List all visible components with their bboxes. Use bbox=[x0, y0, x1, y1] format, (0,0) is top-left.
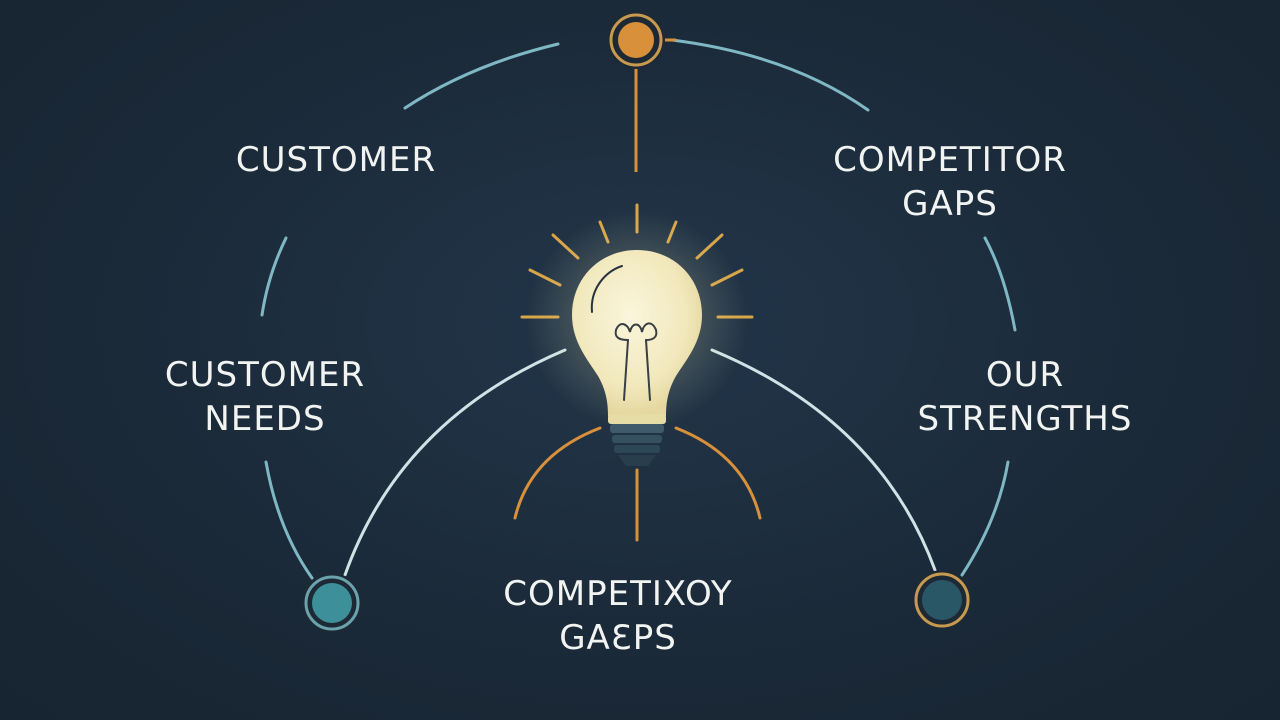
label-competitor-gaps: COMPETITOR GAPS bbox=[810, 138, 1090, 226]
outer-arc bbox=[260, 38, 1017, 580]
bulb-base-arcs bbox=[513, 426, 762, 542]
label-competitor-gaps-line2: GAPS bbox=[902, 184, 998, 224]
arc-left-upper bbox=[260, 236, 288, 317]
inner-arc-left bbox=[343, 348, 567, 577]
label-our-strengths: OUR STRENGTHS bbox=[900, 353, 1150, 441]
inner-arcs bbox=[343, 348, 937, 577]
arc-top-left bbox=[403, 42, 560, 110]
inner-arc-right bbox=[710, 348, 937, 572]
arc-top-right bbox=[670, 38, 870, 112]
bulb-highlight bbox=[590, 265, 623, 313]
label-our-strengths-line2: STRENGTHS bbox=[917, 399, 1133, 439]
bulb-filament bbox=[614, 322, 658, 401]
base-arc-right bbox=[674, 426, 762, 520]
label-customer-text: CUSTOMER bbox=[235, 140, 437, 180]
arc-right-lower bbox=[960, 460, 1010, 577]
label-bottom-line1: COMPETIXOY bbox=[503, 574, 733, 614]
arc-left-lower bbox=[264, 460, 314, 580]
label-bottom: COMPETIXOY GAƐPS bbox=[458, 572, 778, 660]
lightbulb-icon bbox=[527, 210, 747, 466]
bulb-neck bbox=[608, 414, 666, 424]
node-bottom-left-teal bbox=[302, 573, 362, 633]
label-competitor-gaps-line1: COMPETITOR bbox=[833, 140, 1067, 180]
label-customer-needs-line2: NEEDS bbox=[204, 399, 326, 439]
label-customer: CUSTOMER bbox=[230, 138, 442, 182]
base-arc-left bbox=[513, 426, 602, 520]
label-our-strengths-line1: OUR bbox=[985, 355, 1065, 395]
bulb-base bbox=[610, 424, 664, 466]
bulb-glass bbox=[572, 250, 702, 416]
label-customer-needs: CUSTOMER NEEDS bbox=[150, 353, 380, 441]
node-top-orange bbox=[607, 11, 665, 69]
node-bottom-right-teal bbox=[912, 570, 972, 630]
label-bottom-line2: GAƐPS bbox=[559, 618, 677, 658]
label-customer-needs-line1: CUSTOMER bbox=[164, 355, 366, 395]
arc-right-upper bbox=[983, 236, 1017, 332]
